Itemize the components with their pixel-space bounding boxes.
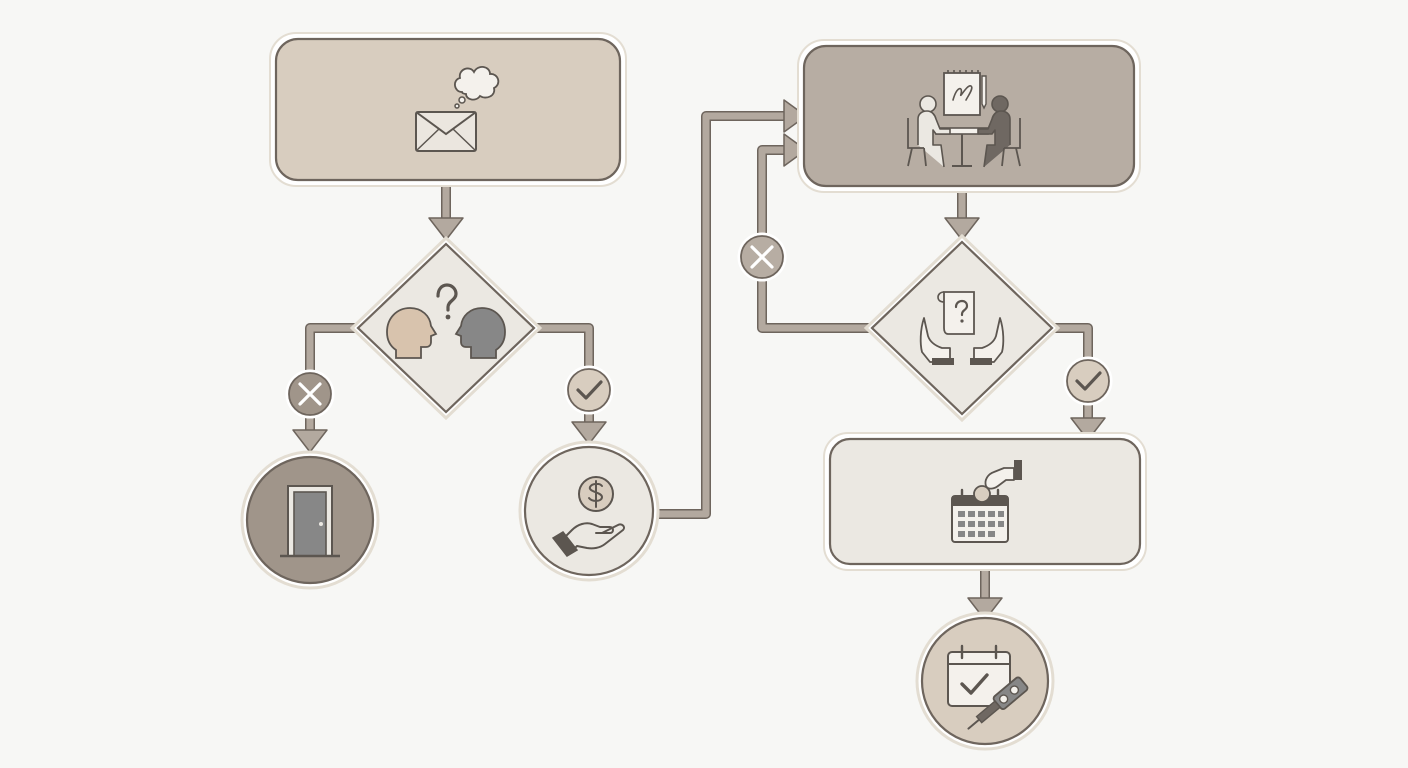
- hand-coin-calendar-icon: [951, 460, 1022, 543]
- check-icon: [564, 365, 614, 415]
- node-exit: [240, 450, 380, 590]
- hands-document-question-icon: [919, 291, 1005, 365]
- envelope-with-thought-bubble-icon: [415, 66, 500, 152]
- connector-consultation-to-design-approval: [944, 186, 980, 241]
- dollar-coin-hand-icon: [551, 476, 626, 557]
- connector-inquiry-to-fit-check: [428, 180, 464, 241]
- node-booking: [823, 432, 1147, 571]
- check-icon: [1063, 356, 1113, 406]
- door-icon: [280, 485, 340, 558]
- node-design-approval: [863, 233, 1061, 423]
- node-inquiry: [269, 32, 627, 187]
- two-heads-question-icon: [386, 283, 506, 359]
- node-consultation: [797, 39, 1141, 193]
- calendar-check-tattoo-machine-icon: [947, 644, 1029, 730]
- node-deposit: [518, 440, 660, 582]
- x-icon: [737, 232, 787, 282]
- node-fit-check: [349, 235, 543, 421]
- node-session: [915, 611, 1055, 751]
- x-icon: [285, 369, 335, 419]
- meeting-table-notebook-icon: [907, 70, 1021, 168]
- connector-deposit-to-consultation: [654, 99, 807, 519]
